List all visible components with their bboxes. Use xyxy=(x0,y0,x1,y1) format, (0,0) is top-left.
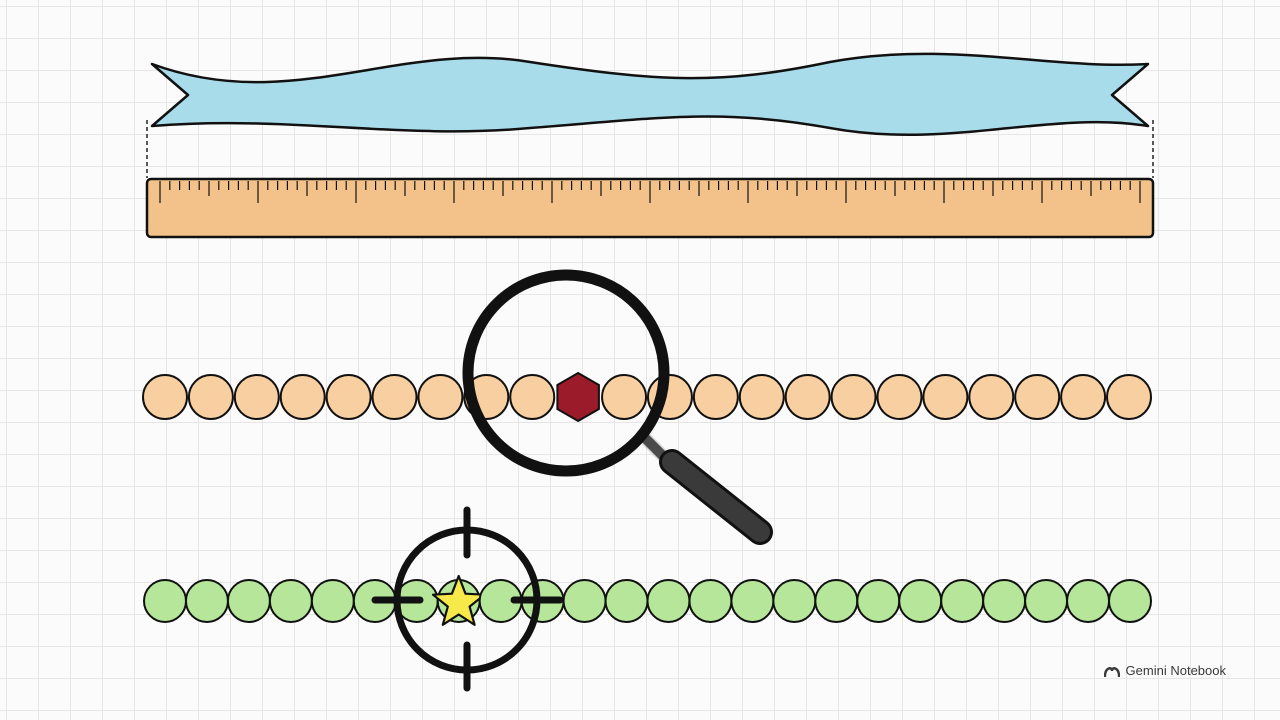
bead xyxy=(1014,374,1061,420)
orange-bead-row xyxy=(142,371,1152,423)
bead xyxy=(1060,374,1107,420)
bead xyxy=(233,374,280,420)
bead xyxy=(856,579,901,623)
bead xyxy=(1106,374,1152,420)
ruler xyxy=(145,177,1155,239)
bead xyxy=(922,374,969,420)
bead xyxy=(325,374,372,420)
bead xyxy=(143,579,187,623)
bead xyxy=(142,374,188,420)
bead xyxy=(772,579,817,623)
bead xyxy=(509,374,556,420)
bead xyxy=(371,374,418,420)
bead xyxy=(601,374,648,420)
watermark-text: Gemini Notebook xyxy=(1125,663,1226,678)
bead xyxy=(646,579,691,623)
magnifying-glass-icon xyxy=(462,269,773,545)
bead xyxy=(1066,579,1111,623)
wavy-ribbon xyxy=(150,52,1150,137)
crosshair-icon xyxy=(371,506,564,692)
bead xyxy=(876,374,923,420)
bead xyxy=(830,374,877,420)
watermark: Gemini Notebook xyxy=(1103,663,1226,678)
hexagon-icon xyxy=(556,371,600,423)
bead xyxy=(968,374,1015,420)
bead xyxy=(187,374,234,420)
bead xyxy=(562,579,607,623)
bead xyxy=(738,374,785,420)
bead xyxy=(604,579,649,623)
bead xyxy=(784,374,831,420)
bead xyxy=(688,579,733,623)
bead xyxy=(692,374,739,420)
bead xyxy=(898,579,943,623)
bead xyxy=(184,579,229,623)
bead xyxy=(417,374,464,420)
ruler-ticks xyxy=(159,181,1141,203)
bead xyxy=(814,579,859,623)
bead xyxy=(730,579,775,623)
star-icon xyxy=(431,574,486,626)
green-bead-row xyxy=(143,574,1152,626)
bead xyxy=(940,579,985,623)
notebook-logo-icon xyxy=(1103,666,1120,677)
bead xyxy=(310,579,355,623)
bead xyxy=(1108,579,1152,623)
bead xyxy=(1024,579,1069,623)
bead xyxy=(279,374,326,420)
bead xyxy=(226,579,271,623)
bead xyxy=(982,579,1027,623)
bead xyxy=(268,579,313,623)
